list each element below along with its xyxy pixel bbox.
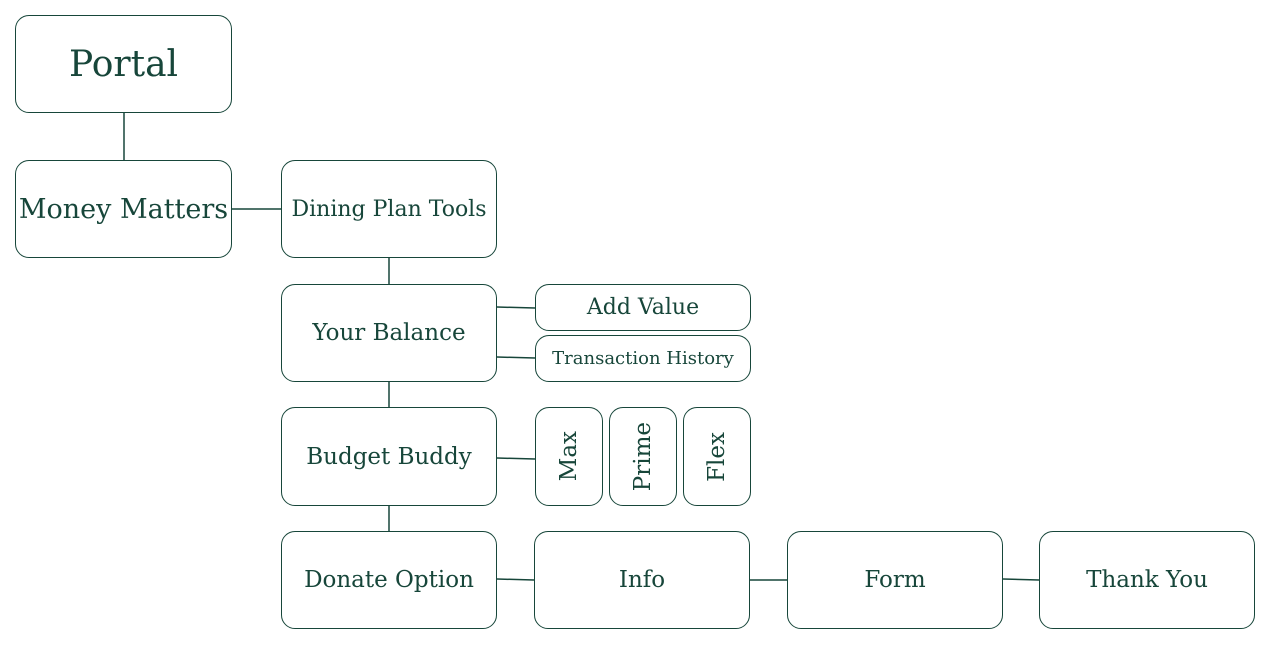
link-your-balance-transaction-history: [496, 356, 536, 359]
max-label: Max: [556, 431, 582, 482]
flex-label: Flex: [704, 431, 730, 482]
flex-node[interactable]: Flex: [683, 407, 751, 506]
money-matters-node[interactable]: Money Matters: [15, 160, 232, 258]
transaction-history-label: Transaction History: [552, 348, 734, 369]
info-node[interactable]: Info: [534, 531, 750, 629]
form-label: Form: [864, 567, 926, 593]
your-balance-label: Your Balance: [312, 320, 466, 346]
donate-option-label: Donate Option: [304, 567, 474, 593]
donate-option-node[interactable]: Donate Option: [281, 531, 497, 629]
portal-node[interactable]: Portal: [15, 15, 232, 113]
budget-buddy-node[interactable]: Budget Buddy: [281, 407, 497, 506]
dining-plan-tools-label: Dining Plan Tools: [291, 196, 487, 222]
max-node[interactable]: Max: [535, 407, 603, 506]
transaction-history-node[interactable]: Transaction History: [535, 335, 751, 382]
add-value-label: Add Value: [586, 295, 700, 320]
dining-plan-tools-node[interactable]: Dining Plan Tools: [281, 160, 497, 258]
prime-node[interactable]: Prime: [609, 407, 677, 506]
link-donate-option-info: [496, 578, 535, 581]
link-budget-buddy-options: [496, 457, 536, 460]
info-label: Info: [618, 567, 666, 593]
thank-you-node[interactable]: Thank You: [1039, 531, 1255, 629]
form-node[interactable]: Form: [787, 531, 1003, 629]
link-your-balance-add-value: [496, 306, 536, 309]
money-matters-label: Money Matters: [18, 193, 229, 225]
portal-label: Portal: [68, 43, 179, 85]
add-value-node[interactable]: Add Value: [535, 284, 751, 331]
budget-buddy-label: Budget Buddy: [306, 443, 472, 470]
your-balance-node[interactable]: Your Balance: [281, 284, 497, 382]
prime-label: Prime: [630, 421, 656, 492]
thank-you-label: Thank You: [1086, 567, 1208, 593]
link-form-thank-you: [1002, 578, 1040, 581]
